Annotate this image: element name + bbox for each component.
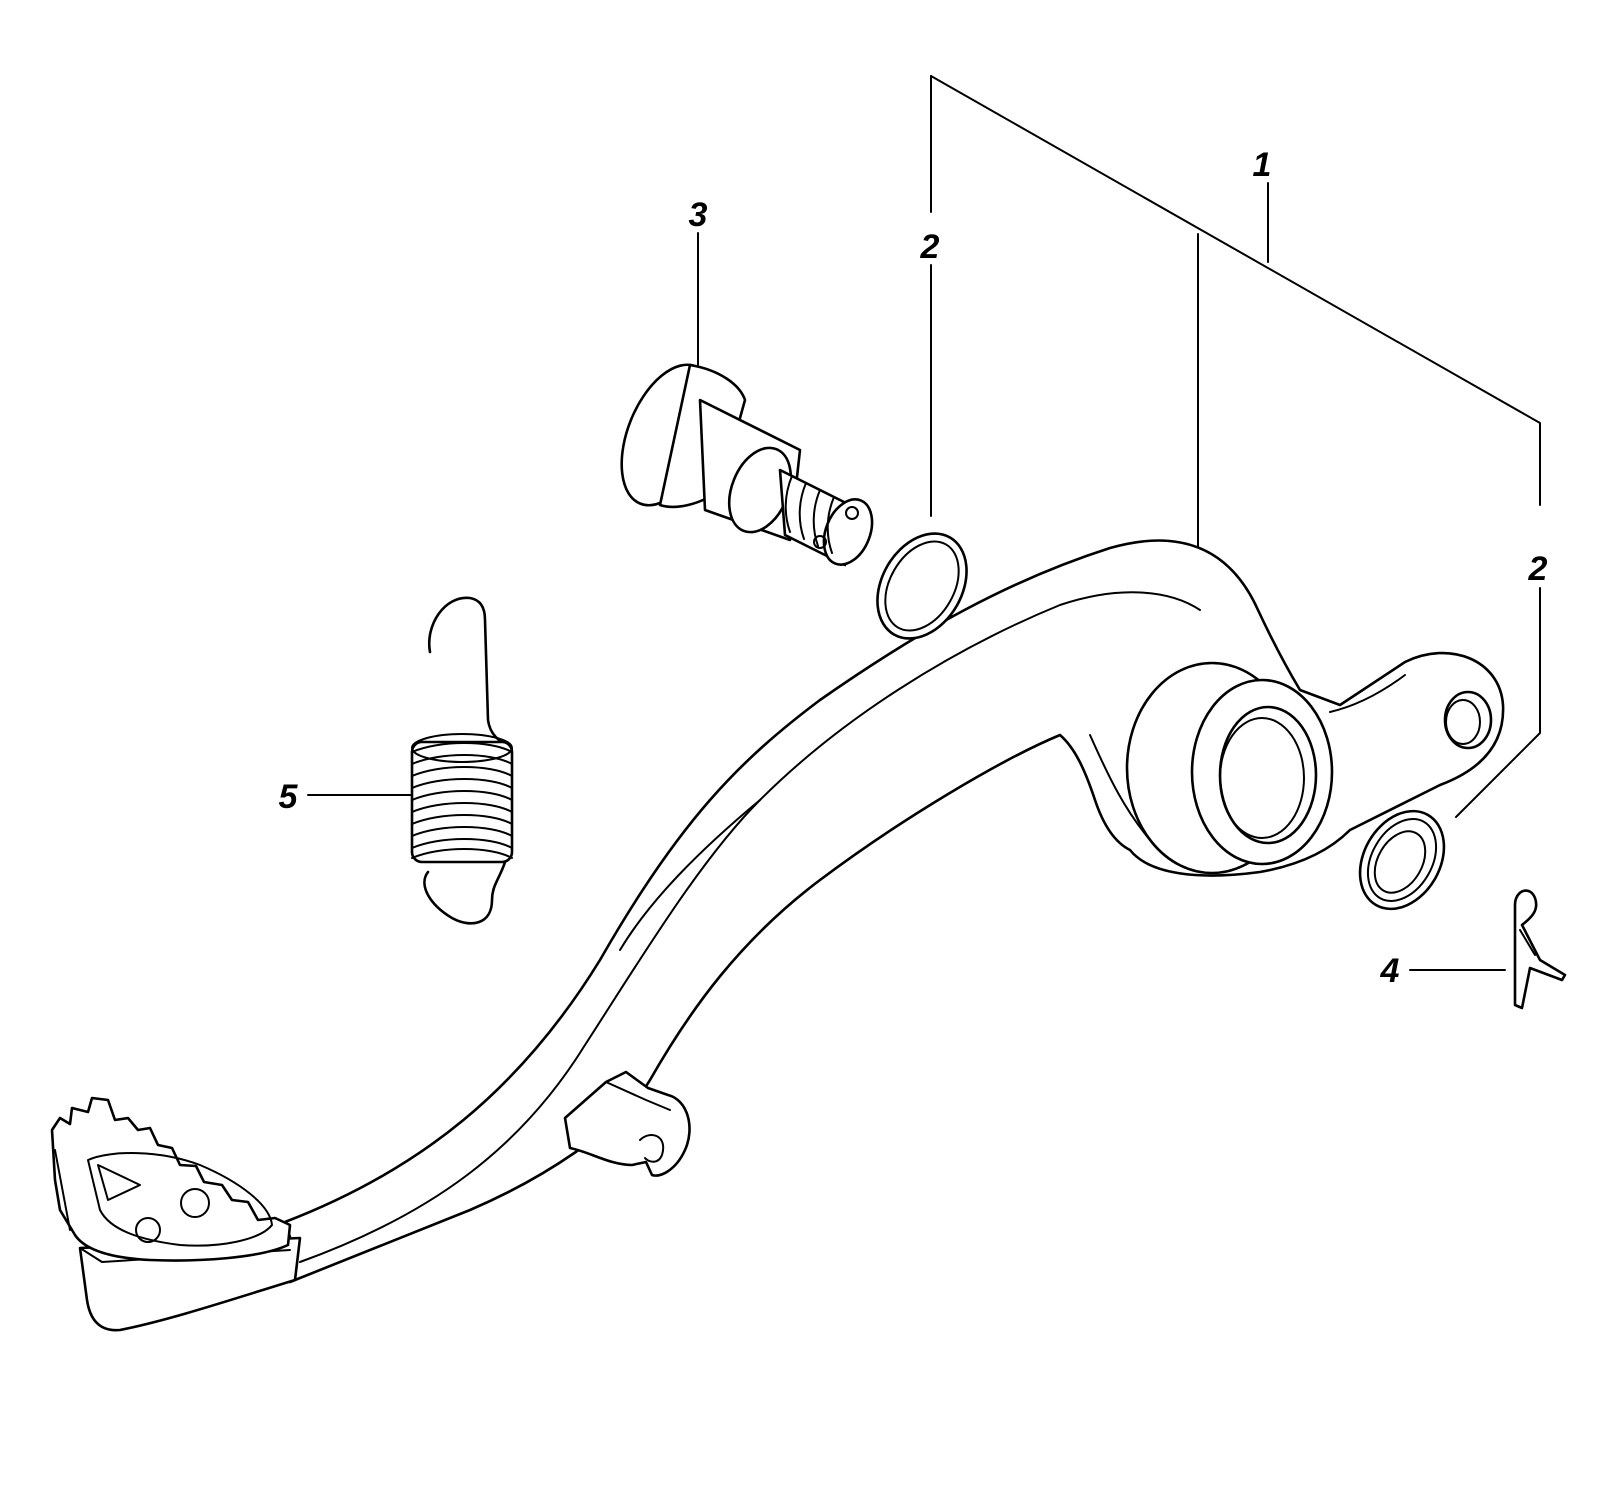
return-spring bbox=[410, 596, 514, 925]
foot-step-tread bbox=[50, 1096, 292, 1262]
cotter-pin bbox=[1513, 889, 1567, 1010]
spring-top-hook bbox=[427, 596, 510, 747]
foot-step-teeth-edge bbox=[54, 1149, 71, 1231]
rear-tab-edge bbox=[1329, 674, 1406, 713]
rear-tab-hole-inner bbox=[1445, 699, 1481, 745]
brake-pedal-arm bbox=[50, 539, 1505, 1332]
leader-lines bbox=[307, 75, 1541, 971]
foot-step-inner bbox=[87, 1152, 273, 1247]
callout-4: 4 bbox=[1380, 952, 1400, 990]
pivot-bolt-pin-hole-2 bbox=[813, 535, 827, 549]
spring-coil-turns bbox=[411, 742, 513, 859]
washer-right bbox=[1358, 809, 1446, 911]
pedal-arm-body bbox=[283, 539, 1505, 1284]
pivot-boss-face bbox=[1190, 678, 1334, 866]
foot-step-hole-1 bbox=[180, 1188, 210, 1218]
foot-step-base bbox=[78, 1236, 302, 1332]
foot-step-hole-2 bbox=[135, 1217, 161, 1243]
spring-bottom-hook bbox=[423, 860, 507, 925]
callout-2-left: 2 bbox=[920, 228, 940, 266]
pedal-arm-ridge bbox=[299, 591, 1201, 1263]
pivot-boss-bore-inner bbox=[1219, 717, 1305, 839]
pivot-bolt-thread-lines bbox=[784, 475, 835, 554]
spring-hook-slot bbox=[639, 1134, 665, 1163]
pivot-bolt-pin-hole-1 bbox=[845, 506, 859, 520]
cotter-pin-inner bbox=[1519, 929, 1536, 956]
spring-coil-top bbox=[411, 733, 513, 763]
spring-hook-edge bbox=[605, 1081, 671, 1111]
leader-2b bbox=[1455, 587, 1541, 818]
leader-bracket-top bbox=[930, 75, 1541, 506]
callout-2-right: 2 bbox=[1528, 550, 1548, 588]
rear-tab-hole bbox=[1443, 690, 1493, 750]
pivot-boss-web bbox=[1089, 734, 1151, 841]
spring-hook-bracket bbox=[563, 1070, 691, 1177]
pedal-arm-ridge-lower bbox=[619, 799, 761, 951]
callout-5: 5 bbox=[279, 778, 299, 816]
callout-3: 3 bbox=[689, 196, 708, 234]
callout-1: 1 bbox=[1253, 146, 1272, 184]
spring-coil-body bbox=[410, 740, 514, 864]
foot-step-triangle bbox=[97, 1164, 141, 1201]
pivot-bolt bbox=[620, 363, 874, 567]
washer-left bbox=[876, 532, 968, 640]
cotter-pin-shape bbox=[1513, 889, 1567, 1010]
